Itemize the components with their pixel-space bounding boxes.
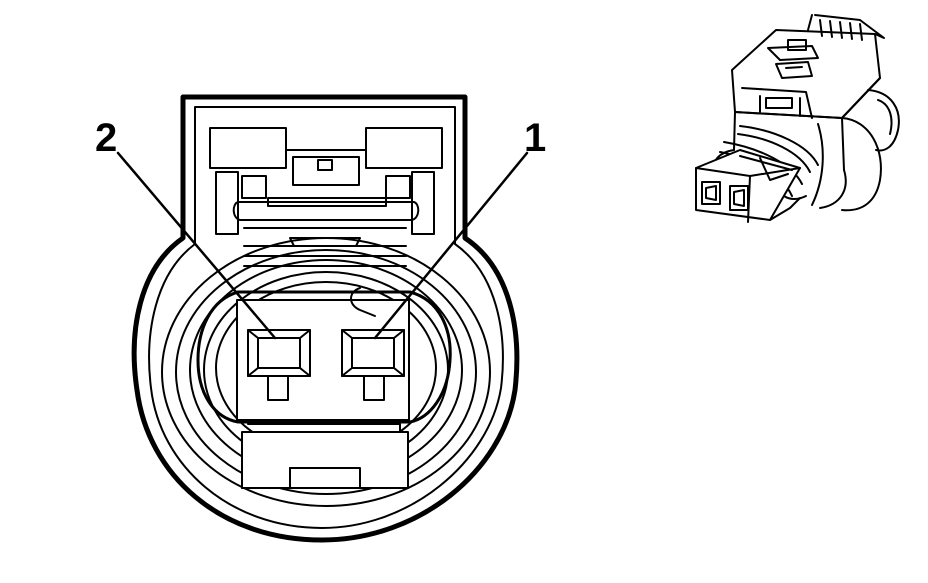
iso-cavity-left [701,181,721,205]
connector-isometric-view [695,14,900,223]
callout-label-2: 2 [95,116,117,160]
callout-leader-2 [116,151,277,340]
connector-housing-outline [131,94,520,543]
terminal-block [236,299,410,421]
terminal-pin-2 [247,329,311,401]
callout-label-1: 1 [524,116,546,160]
iso-cavity-right [729,185,749,211]
terminal-wire [350,287,376,317]
terminal-cavity [196,290,452,424]
terminal-pin-1 [341,329,405,401]
callout-leader-1 [373,151,529,340]
bottom-lock-tab [241,423,409,489]
connector-face-view [116,94,529,543]
connector-housing-inner [148,106,504,529]
locking-latch [209,127,443,267]
